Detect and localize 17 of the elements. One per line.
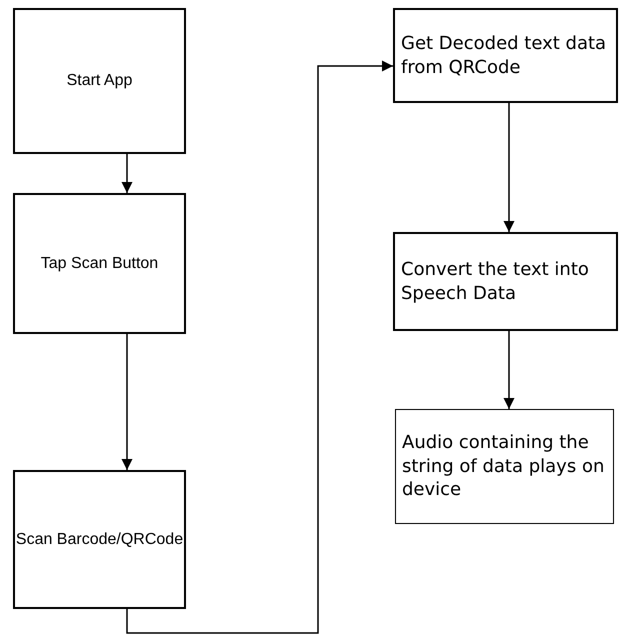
process-box [13,470,186,609]
step-text: Audio containing the string of data plays on device [402,431,606,502]
process-box [13,8,186,154]
step-text: Scan Barcode/QRCode [16,530,184,548]
process-box [393,8,618,103]
process-box [13,193,186,334]
arrow [504,103,514,232]
arrow [122,334,132,470]
step-text: Start App [66,72,132,90]
process-box [395,409,614,524]
arrow [126,60,393,634]
arrow [504,331,514,409]
step-text: Get Decoded text data from QRCode [401,32,608,79]
step-text: Tap Scan Button [40,254,158,272]
process-box [393,232,618,331]
step-text: Convert the text into Speech Data [401,258,590,305]
arrow [122,154,132,193]
